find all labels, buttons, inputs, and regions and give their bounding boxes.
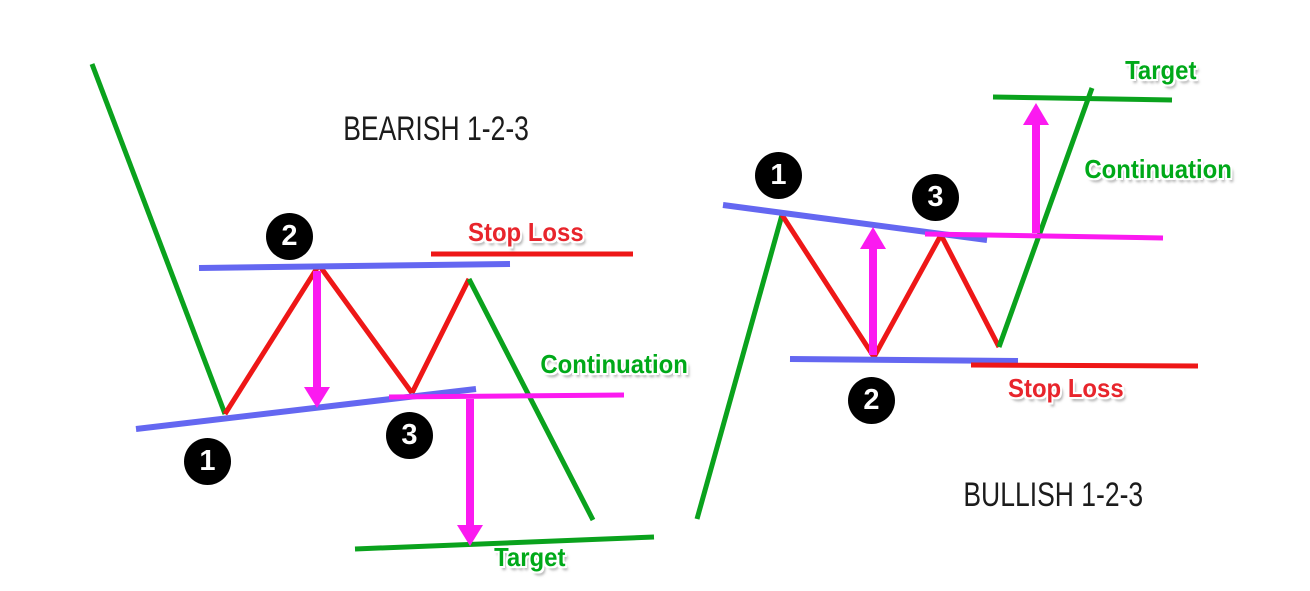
bearish-target-arrow-icon: [457, 399, 483, 546]
bearish-downtrend-line: [89, 63, 228, 415]
bearish-pattern-group: [89, 63, 655, 552]
bullish-point-2-number: 2: [863, 384, 880, 416]
bullish-swing-up-line: [871, 233, 944, 359]
bullish-entry-level-line: [924, 231, 1164, 241]
bullish-retest-line: [938, 233, 1002, 349]
bullish-stop-loss-label: Stop Loss: [1008, 373, 1124, 403]
bearish-swing-up-line: [222, 263, 322, 416]
bearish-target-label: Target: [494, 542, 566, 572]
bullish-continuation-label: Continuation: [1084, 154, 1232, 184]
bearish-target-line: [354, 534, 655, 552]
bearish-point-1-badge: 1: [184, 438, 231, 485]
bullish-target-label: Target: [1125, 55, 1197, 85]
bullish-point-3-badge: 3: [912, 174, 959, 221]
bullish-stop-loss-line: [970, 362, 1199, 369]
bullish-point-3-number: 3: [927, 181, 944, 213]
bullish-uptrend-line: [694, 214, 785, 520]
bullish-target-line: [992, 94, 1173, 103]
bullish-point-2-badge: 2: [848, 377, 895, 424]
bearish-point-3-number: 3: [401, 419, 418, 451]
bearish-point2-level-line: [198, 261, 511, 271]
bullish-target-arrow-icon: [1023, 103, 1049, 233]
bullish-entry-arrow-icon: [860, 227, 886, 355]
bullish-pattern-group: [694, 87, 1199, 520]
bullish-point2-level-line: [789, 356, 1019, 364]
bearish-point-2-badge: 2: [266, 213, 313, 260]
bearish-retest-line: [409, 277, 472, 395]
bearish-stop-loss-label: Stop Loss: [468, 217, 584, 247]
bullish-point-1-badge: 1: [755, 152, 802, 199]
bearish-swing-down-line: [316, 263, 415, 395]
bullish-breakout-line: [996, 87, 1095, 348]
bearish-point-1-number: 1: [199, 445, 216, 477]
bullish-swing-down-line: [779, 213, 877, 359]
bearish-entry-arrow-icon: [304, 271, 330, 408]
bearish-point-3-badge: 3: [386, 412, 433, 459]
bearish-breakdown-line: [466, 277, 596, 522]
bullish-title: BULLISH 1-2-3: [963, 476, 1143, 514]
bearish-continuation-label: Continuation: [540, 349, 688, 379]
bearish-point-2-number: 2: [281, 220, 298, 252]
bullish-point-1-number: 1: [770, 159, 787, 191]
bearish-entry-level-line: [388, 392, 625, 400]
bearish-title: BEARISH 1-2-3: [343, 110, 529, 148]
